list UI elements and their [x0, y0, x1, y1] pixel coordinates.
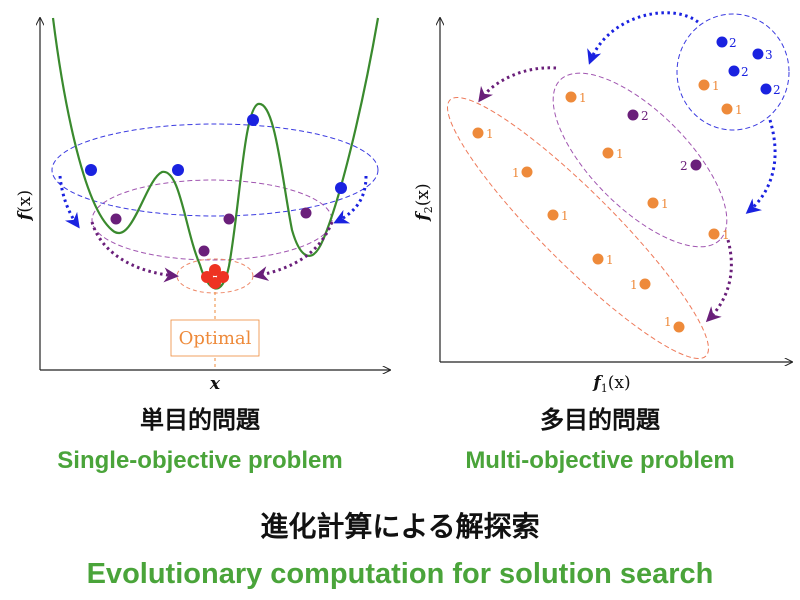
orange-solution-point: [472, 127, 484, 139]
purple-arrow-bottom: [705, 239, 733, 323]
rank-label: 1: [722, 228, 730, 242]
middle-population-ellipse: [91, 179, 333, 261]
purple-front-ellipse: [552, 72, 728, 248]
purple-solution-point: [223, 213, 235, 225]
purple-arrow-left: [90, 221, 179, 283]
right-y-axis-label: f2(x): [413, 183, 435, 221]
purple-solution-point: [627, 109, 639, 121]
right-x-axis-label: f1(x): [592, 373, 630, 395]
bottom-title-jp: 進化計算による解探索: [260, 510, 540, 543]
objective-function-curve: [51, 17, 380, 290]
rank-label: 1: [616, 147, 624, 161]
left-x-axis-label: x: [209, 374, 221, 394]
blue-solution-point: [85, 164, 97, 176]
multi-objective-plot: 2 3 2 2 2 2 1 1 1 1 1 1 1 1 1 1 1 1: [413, 11, 792, 395]
purple-arrow-right: [253, 221, 334, 281]
rank-label: 2: [741, 65, 749, 79]
rank-label: 2: [680, 159, 688, 173]
rank-label: 1: [579, 91, 587, 105]
rank-label: 1: [486, 127, 494, 141]
purple-solution-point: [110, 213, 122, 225]
orange-solution-point: [698, 79, 710, 91]
right-title-jp: 多目的問題: [540, 406, 660, 434]
orange-solution-point: [547, 209, 559, 221]
purple-arrow-top: [478, 66, 557, 103]
optimal-label-box: [170, 319, 260, 357]
blue-solution-point: [172, 164, 184, 176]
blue-arrow-top: [587, 11, 699, 65]
rank-label: 2: [729, 36, 737, 50]
blue-solution-point: [760, 83, 772, 95]
rank-label: 2: [641, 109, 649, 123]
purple-solution-point: [690, 159, 702, 171]
rank-label: 1: [606, 253, 614, 267]
blue-front-ellipse: [676, 13, 790, 131]
orange-solution-point: [708, 228, 720, 240]
optimal-label: Optimal: [179, 328, 252, 349]
rank-label: 1: [561, 209, 569, 223]
left-title-en: Single-objective problem: [57, 447, 343, 474]
orange-solution-point: [521, 166, 533, 178]
left-y-axis-label: f(x): [15, 190, 35, 221]
right-title-en: Multi-objective problem: [465, 447, 735, 474]
outer-population-ellipse: [51, 123, 379, 217]
orange-front-ellipse: [447, 97, 709, 359]
blue-solution-point: [247, 114, 259, 126]
blue-arrow-left: [58, 175, 80, 229]
orange-solution-point: [639, 278, 651, 290]
purple-solution-point: [198, 245, 210, 257]
bottom-title-en: Evolutionary computation for solution se…: [86, 558, 714, 590]
rank-label: 1: [630, 278, 638, 292]
single-objective-plot: Optimal f(x) x: [15, 18, 390, 394]
orange-solution-point: [602, 147, 614, 159]
blue-solution-point: [716, 36, 728, 48]
purple-solution-point: [300, 207, 312, 219]
rank-label: 1: [712, 79, 720, 93]
rank-label: 1: [512, 166, 520, 180]
diagram-canvas: Optimal f(x) x 2 3 2 2 2 2 1: [15, 11, 800, 395]
rank-label: 1: [664, 315, 672, 329]
blue-arrow-right: [745, 119, 777, 214]
optimal-cluster: [201, 264, 229, 289]
rank-label: 1: [735, 103, 743, 117]
orange-solution-point: [592, 253, 604, 265]
rank-label: 3: [765, 48, 773, 62]
blue-solution-point: [335, 182, 347, 194]
rank-label: 1: [661, 197, 669, 211]
orange-solution-point: [565, 91, 577, 103]
orange-solution-point: [647, 197, 659, 209]
orange-solution-point: [673, 321, 685, 333]
blue-solution-point: [728, 65, 740, 77]
left-title-jp: 単目的問題: [140, 406, 260, 434]
blue-solution-point: [752, 48, 764, 60]
rank-label: 2: [773, 83, 781, 97]
orange-solution-point: [721, 103, 733, 115]
